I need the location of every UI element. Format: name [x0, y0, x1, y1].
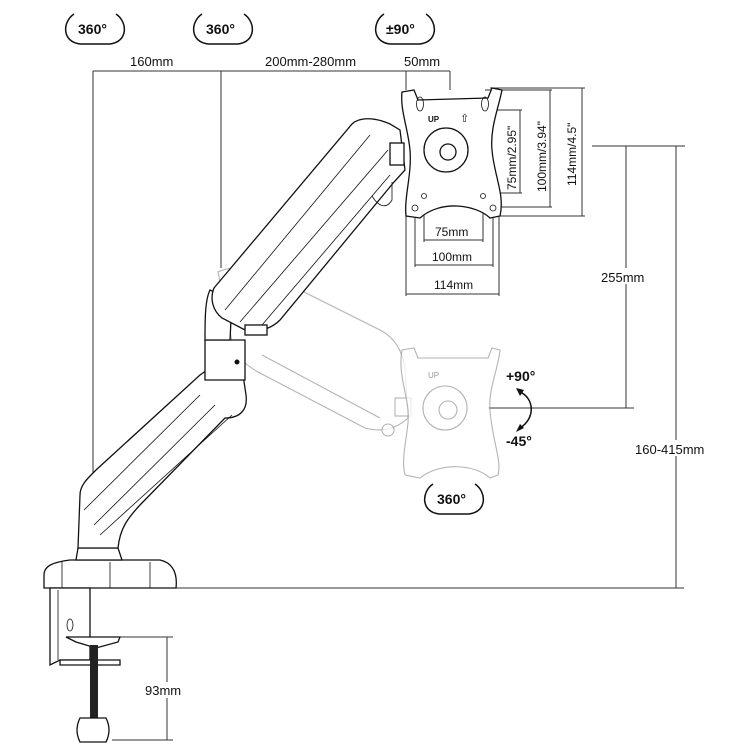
vesa-slot-top-right	[481, 96, 489, 112]
rotation-badge-tilt: ±90°	[375, 13, 435, 45]
elbow-joint	[204, 339, 246, 381]
vesa-114-width-label: 114mm	[434, 278, 473, 292]
lower-arm-body	[77, 367, 247, 549]
vesa-hole-100-left	[411, 204, 419, 212]
vesa-hole-100-right	[489, 204, 497, 212]
tilt-down-label: -45°	[506, 433, 532, 449]
lower-arm-length-label: 160mm	[130, 54, 173, 69]
vesa-plate: UP ⇧	[401, 87, 503, 219]
upper-arm-body	[211, 118, 406, 332]
label-bg	[600, 268, 652, 284]
rotation-arc-icon	[424, 483, 484, 515]
vesa-100-height-label: 100mm/3.94"	[535, 121, 549, 192]
elbow-rotation-label: 360°	[206, 21, 235, 37]
vesa-114-height-label: 114mm/4.5"	[565, 123, 579, 186]
tilt-up-arrow-icon	[516, 388, 524, 396]
head-rotation-label: 360°	[437, 491, 466, 507]
lower-arm	[77, 289, 247, 549]
vesa-hole-75-left	[421, 193, 427, 199]
clamp-pressure-plate	[65, 636, 121, 649]
rotation-badge-head: 360°	[424, 483, 484, 515]
clamp-thickness-label: 93mm	[145, 683, 181, 698]
tilt-up-label: +90°	[506, 368, 535, 384]
upper-arm	[211, 118, 406, 336]
label-bg	[144, 682, 190, 698]
vesa-slot-top-left	[416, 96, 424, 112]
ghost-arm-edge	[261, 354, 381, 419]
upper-arm-length-label: 200mm-280mm	[265, 54, 356, 69]
ghost-plate-hub	[438, 400, 458, 420]
vesa-75-height-label: 75mm/2.95"	[505, 126, 519, 190]
clamp-knob	[76, 717, 110, 743]
elbow-screw	[234, 359, 240, 365]
rotation-badge-base: 360°	[65, 13, 125, 45]
base-plate-details	[61, 562, 151, 588]
upper-arm-hinge	[244, 324, 268, 336]
rotation-arc-icon	[193, 13, 253, 45]
ghost-up-label: UP	[428, 371, 439, 380]
desk-clamp	[43, 547, 177, 743]
vertical-travel-label: 255mm	[601, 270, 644, 285]
vesa-100-width-label: 100mm	[432, 250, 472, 264]
vesa-75-width-label: 75mm	[435, 225, 468, 239]
label-bg	[634, 440, 716, 456]
base-pole-collar	[75, 547, 123, 561]
clamp-screw-hole	[66, 618, 74, 632]
height-range-label: 160-415mm	[635, 442, 704, 457]
dimension-labels: 160mm 200mm-280mm 50mm 75mm 100mm 114mm …	[130, 54, 716, 698]
tilt-indicator: +90° -45°	[506, 368, 535, 449]
tilt-arc-icon	[519, 391, 532, 429]
vesa-plate-hub	[439, 143, 457, 161]
rotation-arc-icon	[65, 13, 125, 45]
clamp-screw	[90, 645, 98, 730]
ghost-knob	[381, 423, 395, 437]
rotation-badge-elbow: 360°	[193, 13, 253, 45]
vesa-up-label: UP	[428, 115, 440, 124]
lower-arm-contours	[83, 394, 233, 536]
tilt-block	[389, 142, 405, 166]
vesa-up-arrow-icon: ⇧	[460, 112, 469, 125]
upper-arm-clip	[371, 182, 393, 207]
head-tilt-label: ±90°	[386, 21, 415, 37]
vesa-hole-75-right	[480, 193, 486, 199]
base-rotation-label: 360°	[78, 21, 107, 37]
head-offset-label: 50mm	[404, 54, 440, 69]
tilt-down-arrow-icon	[516, 424, 524, 432]
upper-arm-contours	[224, 134, 391, 326]
clamp-bracket	[49, 587, 91, 667]
rotation-arc-icon	[375, 13, 435, 45]
